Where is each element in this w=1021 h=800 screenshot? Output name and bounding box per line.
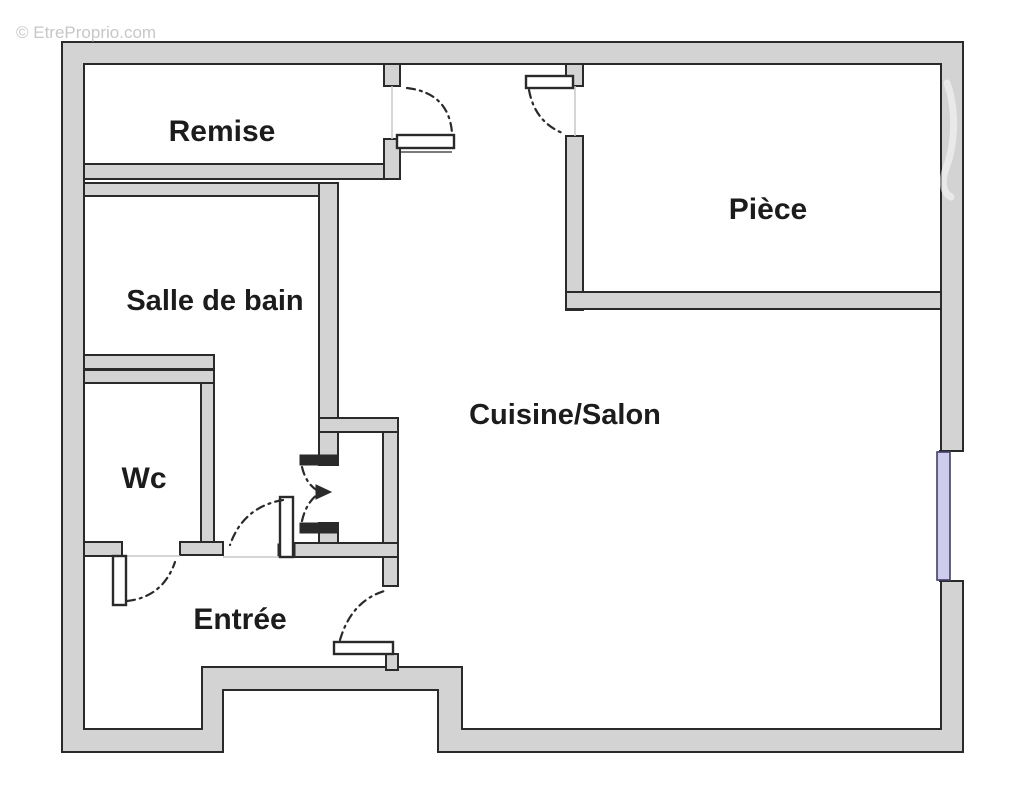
remise-door-leaf <box>395 133 456 150</box>
wc-wall-foot <box>179 541 224 556</box>
closet-door-arrow <box>315 484 333 500</box>
door-leaves <box>111 74 575 656</box>
thresholds <box>122 86 576 558</box>
remise-right-wall-stub <box>383 63 401 87</box>
piece-door-leaf <box>524 74 575 90</box>
bathroom-top-wall <box>83 182 335 197</box>
right-wall-window <box>936 450 965 582</box>
partition-walls <box>83 63 942 671</box>
remise-door-swing-arc <box>405 86 454 135</box>
door-swings <box>125 86 567 642</box>
closet-door-jamb-top <box>299 454 339 466</box>
room-label-wc: Wc <box>122 462 167 495</box>
piece-left-wall-lower <box>565 135 584 311</box>
bathroom-bottom-wall <box>83 354 215 370</box>
window-glass <box>936 451 951 581</box>
closet-door-swing-arc-bottom <box>300 492 320 523</box>
wc-door-leaf <box>111 554 128 607</box>
logo-watermark-ghost <box>939 79 958 201</box>
room-labels: Remise Salle de bain Wc Entrée Cuisine/S… <box>122 115 808 636</box>
wc-top-wall <box>83 369 215 384</box>
wc-door-swing-arc <box>125 560 177 603</box>
hall-door-leaf <box>278 495 295 559</box>
room-label-cuisine-salon: Cuisine/Salon <box>469 399 661 431</box>
closet-top-wall <box>318 417 399 433</box>
room-label-piece: Pièce <box>729 193 807 226</box>
piece-door-swing-arc <box>527 88 567 136</box>
entry-door-swing-arc <box>338 588 390 642</box>
site-watermark: © EtreProprio.com <box>16 23 156 42</box>
closet-door-jamb-bottom <box>299 522 339 534</box>
room-label-remise: Remise <box>169 115 276 148</box>
room-label-entree: Entrée <box>193 603 286 636</box>
hall-door-swing-arc <box>228 498 285 547</box>
room-label-salle-de-bain: Salle de bain <box>126 285 303 317</box>
piece-bottom-wall <box>565 291 942 310</box>
wc-bottom-wall <box>83 541 123 557</box>
entry-door-stub <box>385 653 399 671</box>
wc-right-wall <box>200 382 215 545</box>
closet-bottom-wall <box>283 542 399 558</box>
entry-door-leaf <box>332 640 395 656</box>
outer-wall <box>61 41 964 753</box>
closet-right-wall <box>382 431 399 587</box>
remise-bottom-wall <box>83 163 401 180</box>
